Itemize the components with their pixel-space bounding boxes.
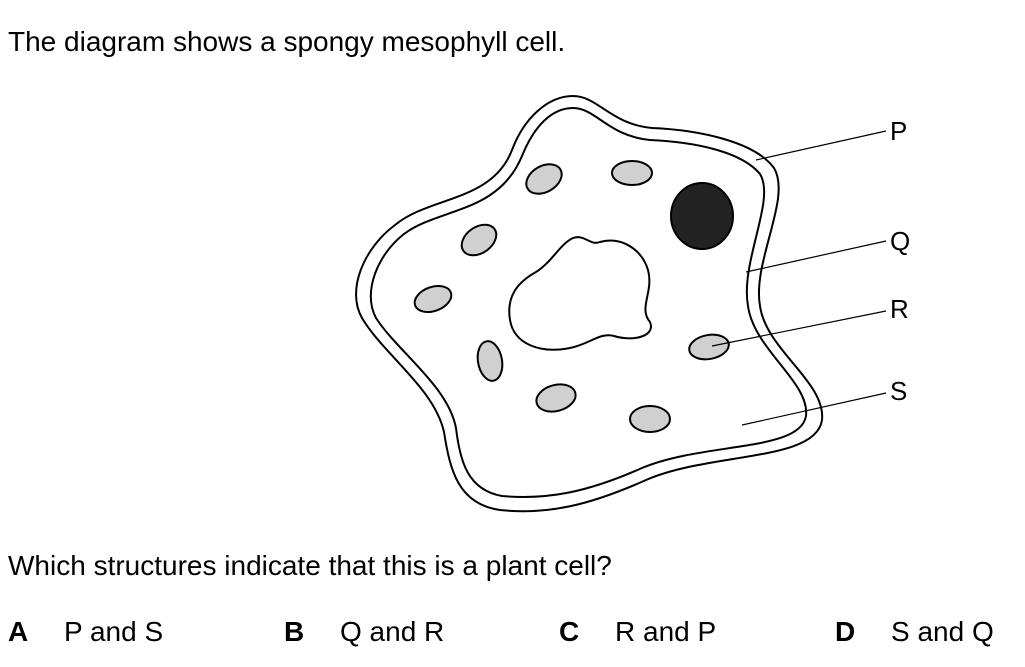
option-letter: D — [835, 616, 856, 647]
option-a[interactable]: A P and S — [8, 610, 163, 654]
option-text: P and S — [64, 616, 164, 647]
chloroplast — [525, 163, 563, 195]
question-prompt: Which structures indicate that this is a… — [8, 550, 612, 581]
label-p: P — [890, 116, 907, 146]
label-line-q — [745, 240, 887, 273]
label-line-s — [741, 392, 887, 426]
label-s: S — [890, 376, 907, 406]
label-line-p — [755, 130, 887, 161]
answer-options: A P and S B Q and R C R and P D S and Q — [8, 610, 1025, 654]
option-text: Q and R — [340, 616, 445, 647]
option-letter: A — [8, 616, 29, 647]
cell-membrane — [369, 106, 808, 498]
chloroplast — [476, 340, 504, 382]
option-text: R and P — [615, 616, 717, 647]
chloroplast — [611, 160, 653, 186]
option-c[interactable]: C R and P — [559, 610, 716, 654]
nucleus — [670, 182, 734, 250]
option-letter: C — [559, 616, 580, 647]
vacuole — [508, 236, 652, 351]
option-letter: B — [284, 616, 305, 647]
question-intro: The diagram shows a spongy mesophyll cel… — [8, 26, 566, 57]
label-r: R — [890, 294, 909, 324]
label-q: Q — [890, 226, 910, 256]
chloroplast — [413, 284, 453, 314]
option-text: S and Q — [891, 616, 994, 647]
option-d[interactable]: D S and Q — [835, 610, 994, 654]
chloroplast — [688, 333, 730, 361]
chloroplast — [460, 223, 498, 257]
option-b[interactable]: B Q and R — [284, 610, 444, 654]
chloroplast — [535, 383, 577, 413]
label-line-r — [711, 310, 887, 347]
chloroplasts — [413, 160, 730, 433]
chloroplast — [629, 405, 671, 433]
cell-wall-outer — [355, 94, 824, 513]
